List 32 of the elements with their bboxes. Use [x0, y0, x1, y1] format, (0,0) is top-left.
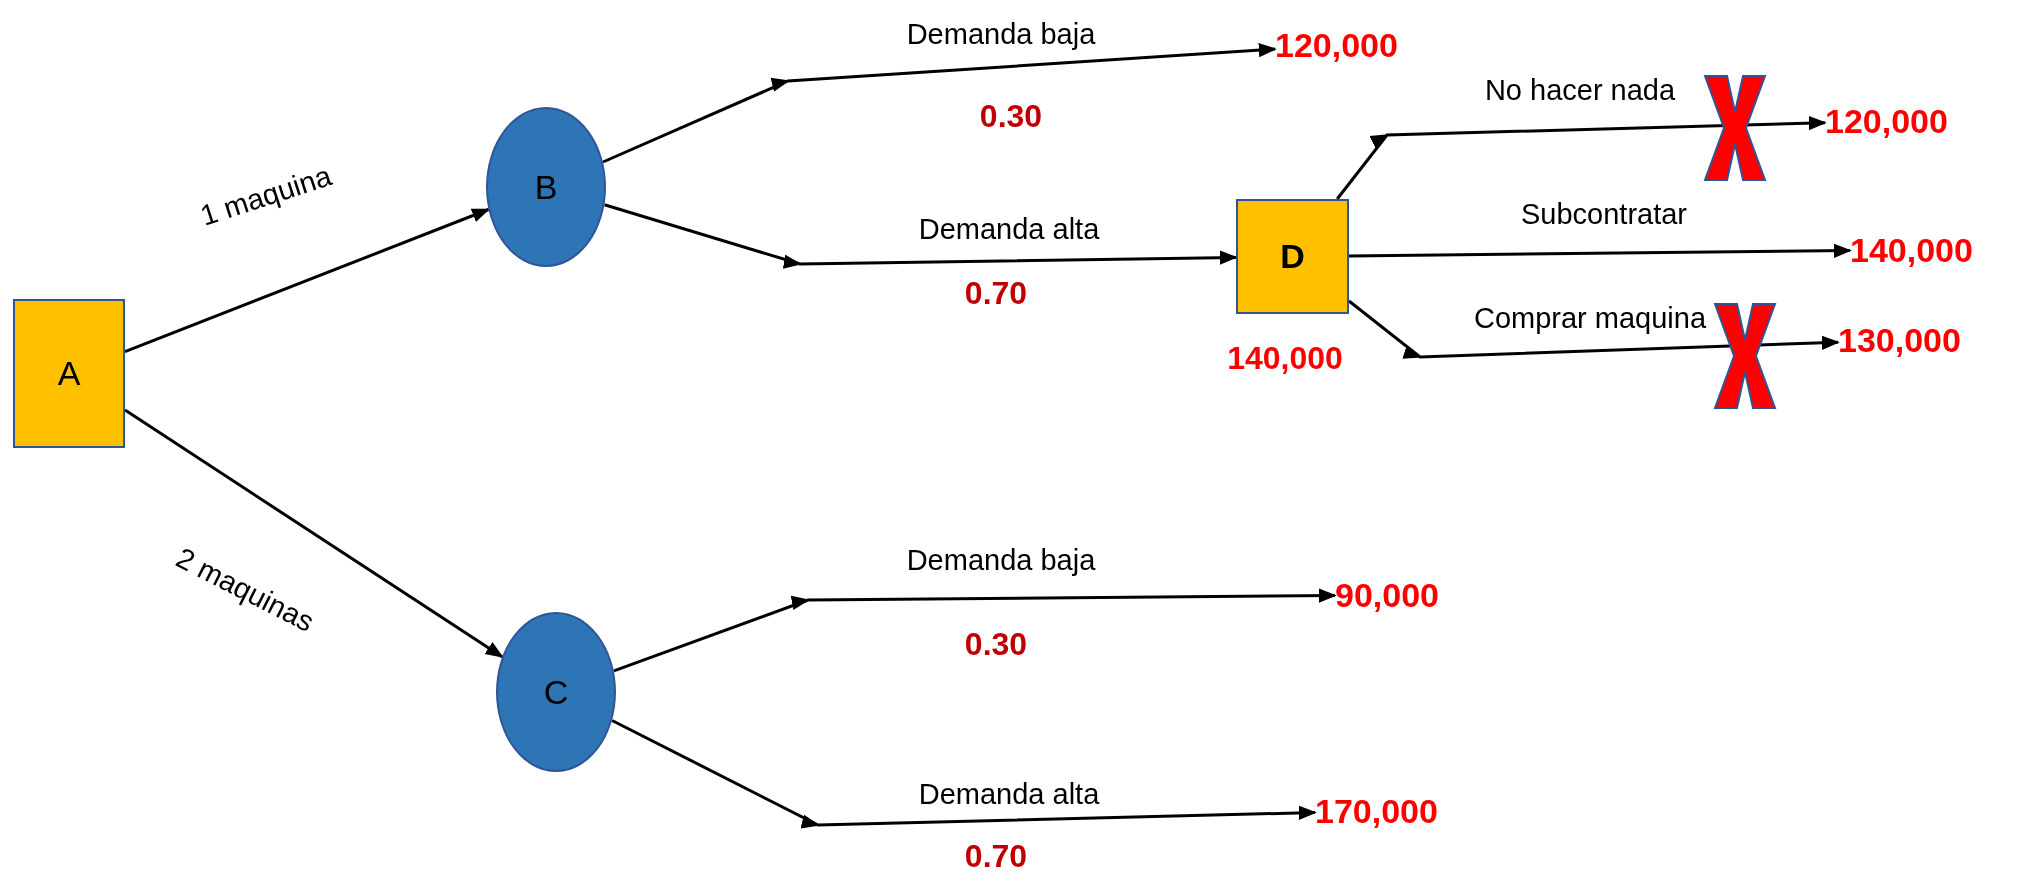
decision-square	[1236, 199, 1349, 314]
branch-arrow	[611, 719, 1317, 829]
probability-label: 0.30	[979, 97, 1043, 135]
node-letter: C	[543, 672, 569, 712]
node-value: 140,000	[1227, 339, 1343, 377]
branch-arrow	[604, 203, 1237, 269]
node-letter: B	[534, 167, 558, 207]
edge-label: Demanda alta	[918, 777, 1100, 811]
probability-label: 0.30	[964, 625, 1028, 663]
payoff-value: 170,000	[1315, 789, 1438, 833]
decision-square	[13, 299, 125, 448]
node-letter: A	[57, 354, 81, 393]
branch-arrow	[1336, 116, 1827, 200]
branch-arrow	[1348, 299, 1840, 359]
edge-label: Comprar maquina	[1473, 301, 1707, 335]
edge-label: Demanda baja	[906, 543, 1096, 577]
payoff-value: 120,000	[1275, 23, 1398, 67]
payoff-value: 120,000	[1825, 99, 1948, 143]
edge-label: No hacer nada	[1484, 73, 1676, 107]
branch-arrow	[602, 43, 1277, 164]
edge-label: Demanda alta	[918, 212, 1100, 246]
node-letter: D	[1280, 237, 1305, 276]
edge-label: Subcontratar	[1521, 197, 1687, 231]
payoff-value: 130,000	[1838, 318, 1961, 362]
edge-label: 1 maquina	[196, 159, 336, 233]
branch-arrow	[124, 408, 504, 659]
probability-label: 0.70	[964, 274, 1028, 312]
branch-arrow	[1349, 243, 1852, 258]
payoff-value: 90,000	[1335, 573, 1439, 617]
payoff-value: 140,000	[1850, 228, 1973, 272]
edge-label: Demanda baja	[906, 17, 1096, 51]
probability-label: 0.70	[964, 837, 1028, 875]
